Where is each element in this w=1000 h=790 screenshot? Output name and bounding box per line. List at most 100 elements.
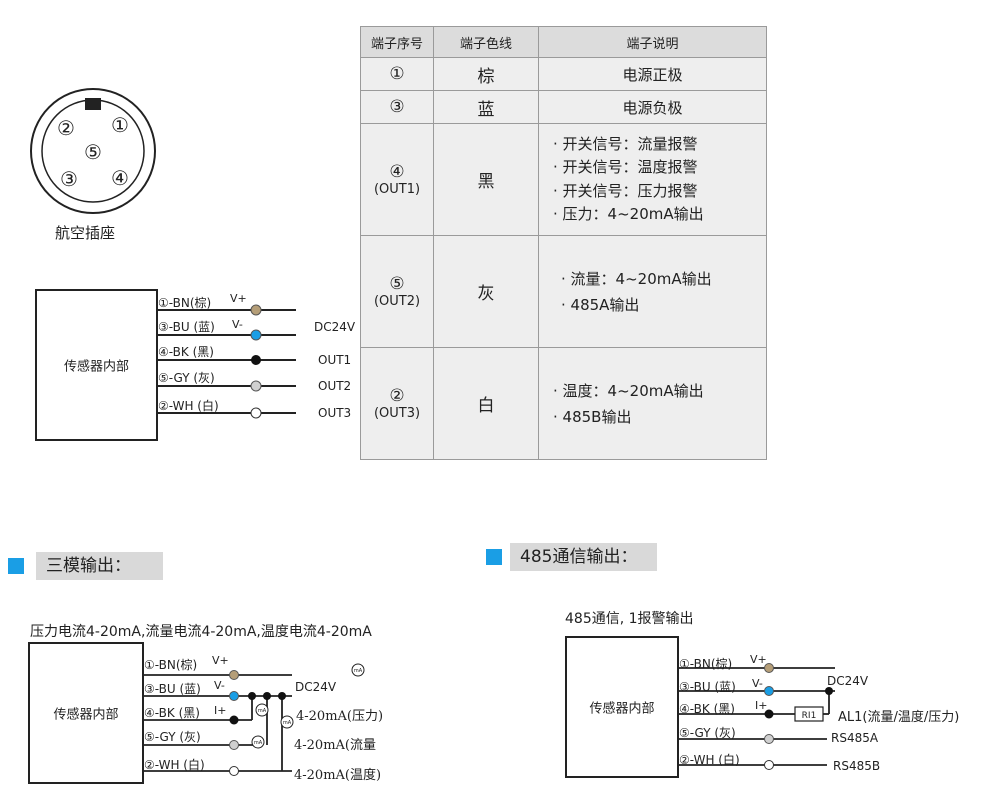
junction-dot xyxy=(263,692,271,700)
brown-terminal-dot xyxy=(250,304,262,316)
out1-label: OUT1 xyxy=(318,353,352,367)
ammeter-mark: mA xyxy=(254,740,263,746)
black-terminal-dot xyxy=(229,715,239,725)
ammeter-icon xyxy=(255,703,269,717)
supply-label: DC24V xyxy=(295,680,337,694)
white-terminal-dot xyxy=(764,760,774,770)
table-row: ⑤ (OUT2) 灰 · 流量：4~20mA输出 · 485A输出 xyxy=(360,235,767,348)
desc-line: · 485B输出 xyxy=(553,407,632,426)
section-title: 485通信输出： xyxy=(510,543,657,571)
top-wiring-lines xyxy=(156,304,296,419)
color-cell: 蓝 xyxy=(433,90,539,124)
wire-label-gy: ⑤-GY (灰) xyxy=(679,726,736,740)
junction-dot xyxy=(278,692,286,700)
col-header-color: 端子色线 xyxy=(433,26,539,58)
connector-pin-3: ③ xyxy=(60,167,78,191)
ammeter-icon xyxy=(351,663,365,677)
aviation-connector-drawing: ① ② ③ ④ ⑤ xyxy=(30,88,156,214)
color-cell: 棕 xyxy=(433,57,539,91)
ammeter-icon xyxy=(280,715,294,729)
ammeter-mark: mA xyxy=(354,668,363,674)
table-header-row: 端子序号 端子色线 端子说明 xyxy=(360,26,767,58)
v-plus-label: V+ xyxy=(212,654,229,667)
gray-terminal-dot xyxy=(764,734,774,744)
v-minus-label: V- xyxy=(214,679,225,692)
pin-number: ② xyxy=(389,386,405,406)
desc-cell: · 开关信号：流量报警 · 开关信号：温度报警 · 开关信号：压力报警 · 压力… xyxy=(538,123,767,236)
output-flow-label: 4-20mA(流量 xyxy=(294,738,376,753)
sensor-box-three-mode: 传感器内部 xyxy=(28,642,144,784)
v-plus-label: V+ xyxy=(750,653,767,666)
desc-line: · 开关信号：温度报警 xyxy=(553,158,698,176)
brown-terminal-dot xyxy=(764,663,774,673)
pin-cell: ③ xyxy=(360,90,434,124)
section-marker-icon xyxy=(8,558,24,574)
485-wiring-lines: RI1 xyxy=(677,663,835,770)
wire-label-wh: ②-WH (白) xyxy=(144,758,205,772)
white-terminal-dot xyxy=(250,407,262,419)
desc-line: 电源正极 xyxy=(622,65,683,84)
desc-line: · 开关信号：压力报警 xyxy=(553,181,698,200)
desc-line: · 温度：4~20mA输出 xyxy=(553,381,704,400)
wire-label-wh: ②-WH (白) xyxy=(679,753,740,767)
section-subtitle: 485通信, 1报警输出 xyxy=(565,611,694,627)
junction-dot xyxy=(825,687,833,695)
table-row: ③ 蓝 电源负极 xyxy=(360,90,767,124)
col-header-desc: 端子说明 xyxy=(538,26,767,58)
section-header-three-mode: 三模输出： xyxy=(8,552,163,580)
brown-terminal-dot xyxy=(229,670,239,680)
out3-label: OUT3 xyxy=(318,406,352,420)
sensor-box-label: 传感器内部 xyxy=(53,707,119,723)
three-mode-wiring-lines: mA mA mA mA xyxy=(142,663,365,776)
table-row: ② (OUT3) 白 · 温度：4~20mA输出 · 485B输出 xyxy=(360,347,767,460)
connector-pin-4: ④ xyxy=(111,166,129,190)
wire-label-bk: ④-BK (黑) xyxy=(144,706,200,720)
black-terminal-dot xyxy=(251,355,261,365)
desc-line: · 485A输出 xyxy=(561,295,640,314)
out2-label: OUT2 xyxy=(318,379,352,393)
pin-cell: ① xyxy=(360,57,434,91)
blue-terminal-dot xyxy=(764,686,774,696)
section-marker-icon xyxy=(486,549,502,565)
wire-label-bu: ③-BU (蓝) xyxy=(158,320,215,334)
color-cell: 白 xyxy=(433,347,539,460)
wire-label-gy: ⑤-GY (灰) xyxy=(158,371,215,385)
ammeter-mark: mA xyxy=(258,708,267,714)
connector-pin-1: ① xyxy=(111,113,129,137)
supply-label: DC24V xyxy=(314,320,356,334)
section-header-485: 485通信输出： xyxy=(486,543,658,571)
ammeter-icon xyxy=(251,735,265,749)
wire-label-bk: ④-BK (黑) xyxy=(158,345,214,359)
blue-terminal-dot xyxy=(250,329,262,341)
pin-output-label: (OUT1) xyxy=(373,182,421,197)
wire-label-bn: ①-BN(棕) xyxy=(158,296,212,310)
wire-label-bu: ③-BU (蓝) xyxy=(679,680,736,694)
desc-cell: · 温度：4~20mA输出 · 485B输出 xyxy=(538,347,767,460)
i-plus-label: I+ xyxy=(755,699,768,712)
sensor-box-label: 传感器内部 xyxy=(63,359,129,375)
output-pressure-label: 4-20mA(压力) xyxy=(296,709,384,724)
table-row: ④ (OUT1) 黑 · 开关信号：流量报警 · 开关信号：温度报警 · 开关信… xyxy=(360,123,767,236)
v-minus-label: V- xyxy=(752,677,763,690)
wire-label-bn: ①-BN(棕) xyxy=(144,658,198,672)
pin-number: ⑤ xyxy=(389,274,405,294)
connector-pin-5: ⑤ xyxy=(84,140,102,164)
sensor-box-top: 传感器内部 xyxy=(35,289,158,441)
rs485b-label: RS485B xyxy=(833,759,881,773)
wire-label-bk: ④-BK (黑) xyxy=(679,702,735,716)
alarm-output-label: AL1(流量/温度/压力) xyxy=(838,710,960,725)
wire-label-bu: ③-BU (蓝) xyxy=(144,682,201,696)
output-temperature-label: 4-20mA(温度) xyxy=(294,768,382,783)
pin-number: ① xyxy=(389,64,405,84)
wire-label-bn: ①-BN(棕) xyxy=(679,657,733,671)
wire-label-gy: ⑤-GY (灰) xyxy=(144,730,201,744)
pin-output-label: (OUT3) xyxy=(373,406,421,421)
sensor-box-485: 传感器内部 xyxy=(565,636,679,778)
color-cell: 灰 xyxy=(433,235,539,348)
table-row: ① 棕 电源正极 xyxy=(360,57,767,91)
section-subtitle: 压力电流4-20mA,流量电流4-20mA,温度电流4-20mA xyxy=(30,624,372,640)
desc-line: 电源负极 xyxy=(622,98,683,117)
ammeter-mark: mA xyxy=(283,720,292,726)
gray-terminal-dot xyxy=(250,380,262,392)
connector-key-notch xyxy=(85,98,101,110)
